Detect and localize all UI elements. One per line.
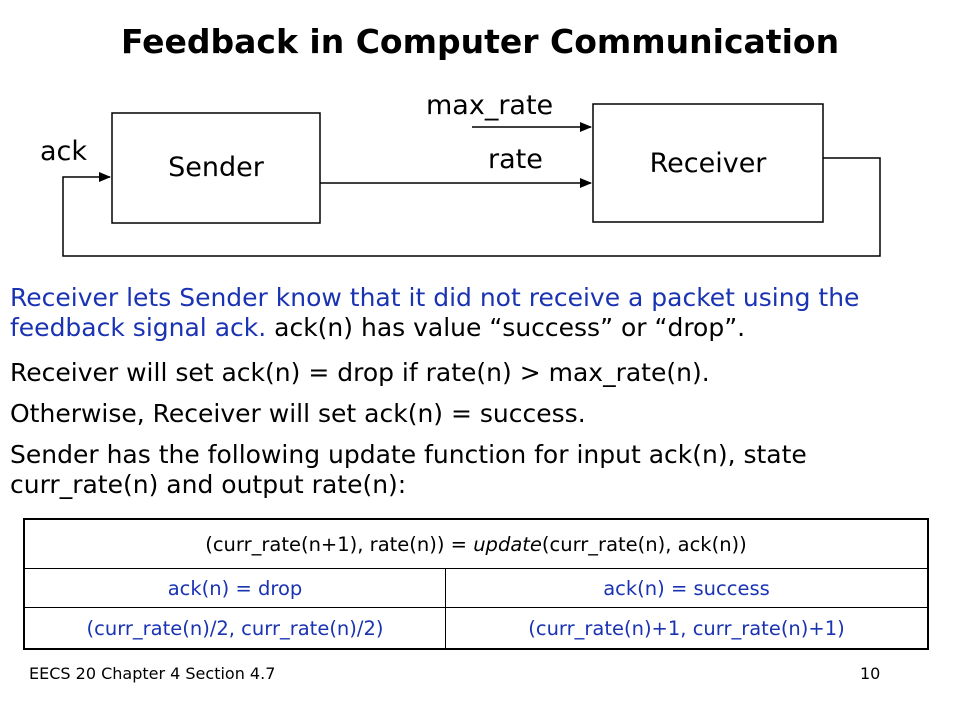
feedback-diagram	[62, 103, 881, 257]
paragraph-1-rest: ack(n) has value “success” or “drop”.	[266, 313, 746, 342]
paragraph-4: Sender has the following update function…	[10, 440, 807, 499]
table-value-row: (curr_rate(n)/2, curr_rate(n)/2) (curr_r…	[23, 607, 929, 650]
footer-course: EECS 20 Chapter 4 Section 4.7	[29, 664, 276, 683]
table-case-row: ack(n) = drop ack(n) = success	[23, 568, 929, 608]
table-header-cell: (curr_rate(n+1), rate(n)) = update(curr_…	[23, 518, 929, 569]
case-success-cell: ack(n) = success	[445, 568, 929, 608]
sender-box	[111, 112, 321, 224]
value-success-cell: (curr_rate(n)+1, curr_rate(n)+1)	[445, 607, 929, 650]
paragraph-2: Receiver will set ack(n) = drop if rate(…	[10, 358, 710, 387]
paragraph-1: Receiver lets Sender know that it did no…	[10, 283, 950, 343]
max-rate-label: max_rate	[426, 90, 554, 121]
page-number: 10	[860, 664, 881, 683]
update-table: (curr_rate(n+1), rate(n)) = update(curr_…	[23, 518, 929, 650]
paragraph-3: Otherwise, Receiver will set ack(n) = su…	[10, 399, 586, 428]
paragraph-1-blue: Receiver lets Sender know that it did no…	[10, 283, 860, 342]
header-func: update	[473, 532, 542, 556]
ack-feedback-line	[62, 157, 881, 257]
table-header-row: (curr_rate(n+1), rate(n)) = update(curr_…	[23, 518, 929, 569]
value-drop-cell: (curr_rate(n)/2, curr_rate(n)/2)	[23, 607, 446, 650]
ack-label: ack	[40, 136, 88, 167]
header-pre: (curr_rate(n+1), rate(n)) =	[205, 532, 474, 556]
case-drop-cell: ack(n) = drop	[23, 568, 446, 608]
receiver-box	[592, 103, 824, 223]
sender-label: Sender	[168, 152, 264, 183]
header-post: (curr_rate(n), ack(n))	[541, 532, 747, 556]
slide-title: Feedback in Computer Communication	[120, 22, 840, 61]
receiver-label: Receiver	[649, 148, 767, 179]
rate-label: rate	[488, 144, 543, 175]
